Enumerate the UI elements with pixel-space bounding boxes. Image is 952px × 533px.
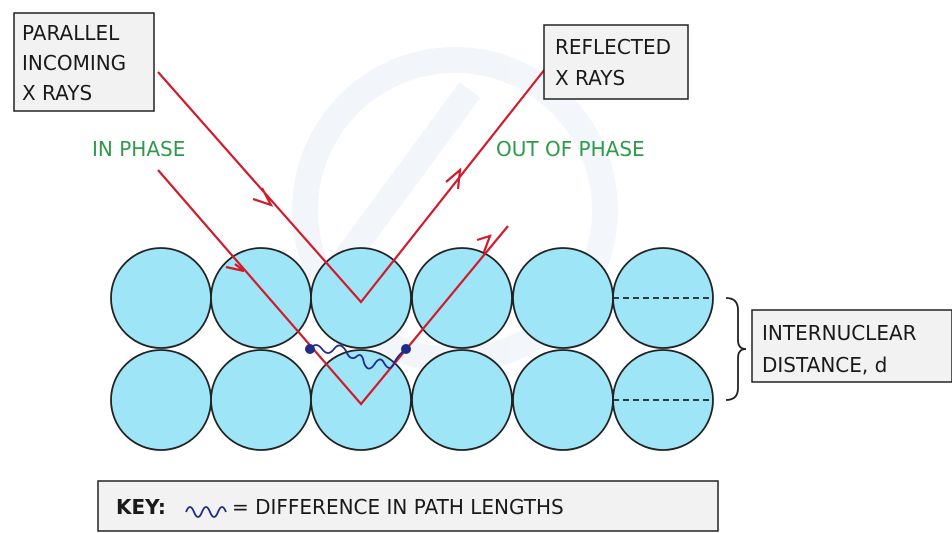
incoming-label-box: PARALLEL INCOMING X RAYS (13, 12, 155, 112)
in-phase-label: IN PHASE (92, 137, 185, 161)
atom (110, 247, 212, 349)
incoming-line-2: INCOMING (22, 51, 126, 75)
distance-label-box: INTERNUCLEAR DISTANCE, d (751, 309, 952, 383)
path-end-dot (401, 344, 411, 354)
arrow-head (225, 263, 245, 273)
key-text: = DIFFERENCE IN PATH LENGTHS (232, 495, 564, 519)
ray-top (157, 49, 561, 304)
atom (411, 349, 513, 451)
key-heading: KEY: (116, 495, 166, 519)
atom (512, 349, 614, 451)
atom-layer-top (110, 247, 714, 349)
incoming-line-3: X RAYS (22, 81, 92, 105)
arrow-head (252, 187, 274, 207)
atom (210, 349, 312, 451)
key-box: KEY: = DIFFERENCE IN PATH LENGTHS (97, 480, 719, 532)
path-start-dot (305, 344, 315, 354)
atom (110, 349, 212, 451)
distance-line-1: INTERNUCLEAR (762, 321, 917, 345)
distance-brace (725, 297, 747, 401)
path-difference (305, 344, 411, 370)
atom (411, 247, 513, 349)
reflected-line-1: REFLECTED (555, 35, 671, 59)
out-of-phase-label: OUT OF PHASE (496, 137, 645, 161)
arrow-head (445, 167, 462, 190)
incoming-line-1: PARALLEL (22, 21, 120, 45)
atom-layer-bottom (110, 349, 714, 451)
key-squiggle-icon (185, 506, 227, 518)
atom (210, 247, 312, 349)
atom (512, 247, 614, 349)
distance-line-2: DISTANCE, d (762, 353, 887, 377)
ray-bottom (157, 169, 509, 406)
arrow-head (476, 234, 492, 253)
reflected-line-2: X RAYS (555, 66, 625, 90)
reflected-label-box: REFLECTED X RAYS (543, 24, 689, 100)
